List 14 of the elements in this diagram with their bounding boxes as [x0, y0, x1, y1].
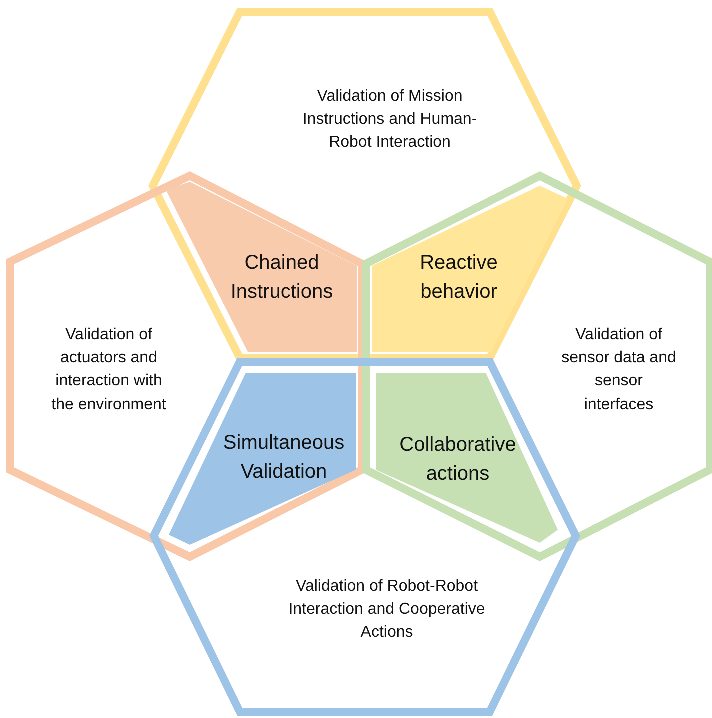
overlap-region — [169, 373, 356, 545]
region-label: Chained Instructions — [230, 251, 334, 305]
hexagon-label: Validation of sensor data and sensor interfaces — [562, 326, 676, 416]
overlap-region — [372, 186, 568, 352]
overlap-region — [376, 373, 558, 543]
hexagon-label: Validation of Mission Instructions and Human-Robot Interaction — [302, 87, 478, 154]
overlap-region — [166, 182, 357, 352]
region-label: Collaborative actions — [398, 433, 518, 487]
hexagon-outline — [362, 172, 712, 561]
hexagon-label: Validation of actuators and interaction with the environment — [50, 326, 168, 416]
region-label: Simultaneous Validation — [222, 431, 346, 485]
hexagon-outline — [6, 172, 366, 561]
hexagon-label: Validation of Robot-Robot Interaction and Cooperative Actions — [288, 577, 486, 644]
region-label: Reactive behavior — [419, 251, 499, 305]
